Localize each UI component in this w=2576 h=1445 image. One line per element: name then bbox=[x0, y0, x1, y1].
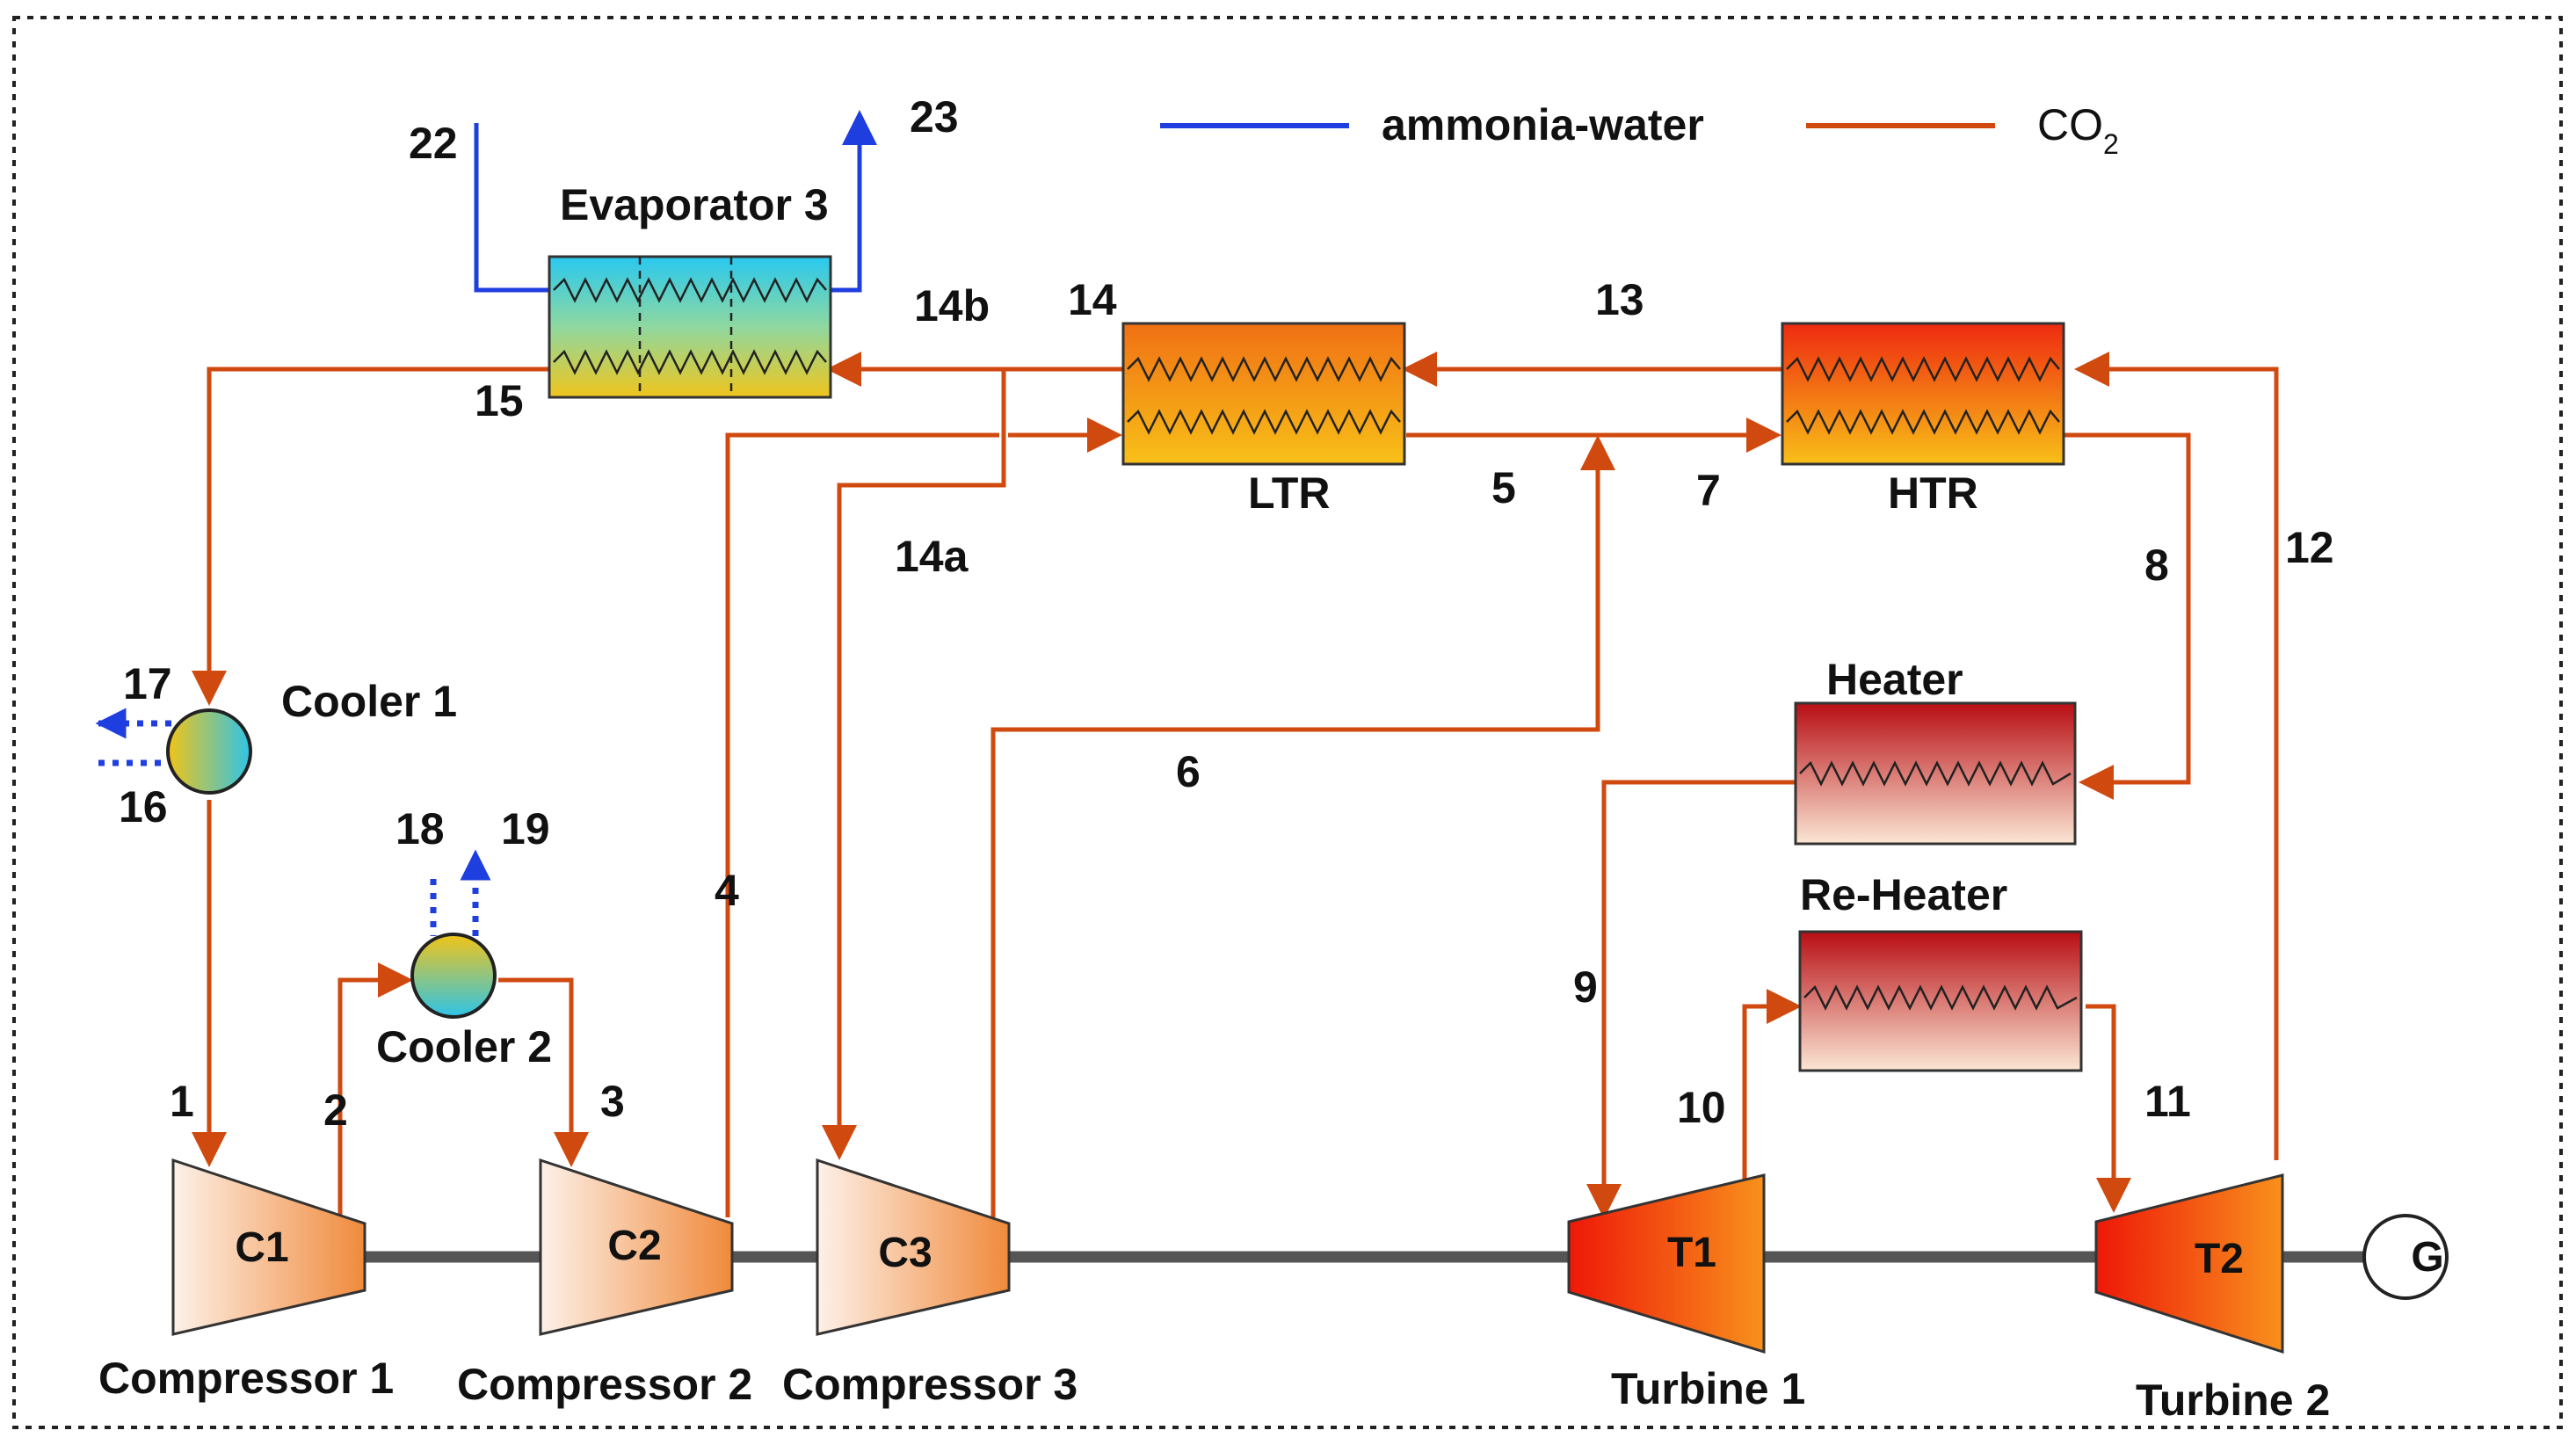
re-heater-label: Re-Heater bbox=[1800, 870, 2007, 919]
state-14a: 14a bbox=[895, 532, 969, 581]
line-15 bbox=[192, 367, 549, 706]
state-23: 23 bbox=[910, 92, 959, 142]
state-14b: 14b bbox=[914, 281, 990, 330]
state-9: 9 bbox=[1573, 962, 1598, 1012]
cooling-water-lines bbox=[95, 708, 491, 936]
turbine-2-label: Turbine 2 bbox=[2136, 1376, 2330, 1425]
line-3 bbox=[498, 977, 589, 1167]
legend: ammonia-water CO2 bbox=[1160, 100, 2119, 160]
c1-label: C1 bbox=[235, 1224, 288, 1271]
state-22: 22 bbox=[409, 119, 458, 168]
cooler-1-label: Cooler 1 bbox=[281, 677, 457, 726]
compressor-c1 bbox=[171, 1158, 366, 1336]
turbine-1-label: Turbine 1 bbox=[1611, 1364, 1805, 1413]
legend-ammonia-water-label: ammonia-water bbox=[1382, 100, 1704, 149]
cooler-2-label: Cooler 2 bbox=[376, 1022, 552, 1071]
state-16: 16 bbox=[119, 782, 168, 831]
state-8: 8 bbox=[2144, 541, 2169, 590]
state-4: 4 bbox=[715, 866, 739, 915]
state-5: 5 bbox=[1491, 463, 1516, 512]
state-11: 11 bbox=[2144, 1077, 2191, 1126]
compressor-3-label: Compressor 3 bbox=[782, 1360, 1078, 1409]
line-6 bbox=[990, 435, 1615, 1217]
line-12 bbox=[2074, 352, 2279, 1160]
line-14a bbox=[822, 369, 1006, 1160]
c3-label: C3 bbox=[878, 1230, 932, 1276]
line-11 bbox=[2086, 1004, 2131, 1213]
turbine-t2 bbox=[2094, 1173, 2284, 1354]
line-8 bbox=[2064, 432, 2191, 800]
state-6: 6 bbox=[1176, 747, 1201, 796]
ltr-recuperator bbox=[1121, 322, 1406, 466]
t1-label: T1 bbox=[1667, 1230, 1716, 1276]
state-2: 2 bbox=[323, 1086, 348, 1135]
state-17: 17 bbox=[123, 659, 172, 708]
heater bbox=[1794, 701, 2077, 846]
line-9 bbox=[1586, 780, 1797, 1219]
compressor-c3 bbox=[816, 1158, 1011, 1336]
line-evaporator-to-23 bbox=[828, 110, 877, 293]
turbine-t1 bbox=[1567, 1173, 1766, 1354]
ammonia-water-lines bbox=[474, 110, 877, 293]
state-7: 7 bbox=[1696, 466, 1721, 515]
state-15: 15 bbox=[475, 376, 524, 425]
state-18: 18 bbox=[395, 804, 445, 853]
re-heater bbox=[1798, 930, 2083, 1072]
evaporator-3 bbox=[548, 255, 832, 399]
state-14: 14 bbox=[1068, 275, 1117, 324]
state-19: 19 bbox=[501, 804, 550, 853]
line-2 bbox=[337, 962, 413, 1217]
line-10 bbox=[1742, 989, 1802, 1182]
compressor-c2 bbox=[539, 1158, 734, 1336]
state-12: 12 bbox=[2285, 523, 2334, 572]
generator bbox=[2362, 1214, 2449, 1300]
state-13: 13 bbox=[1595, 275, 1644, 324]
state-10: 10 bbox=[1677, 1083, 1726, 1132]
cooler-2 bbox=[410, 933, 497, 1019]
ltr-label: LTR bbox=[1248, 468, 1330, 518]
compressor-2-label: Compressor 2 bbox=[457, 1360, 752, 1409]
state-1: 1 bbox=[170, 1077, 194, 1126]
c2-label: C2 bbox=[607, 1223, 661, 1269]
heater-label: Heater bbox=[1826, 655, 1963, 704]
legend-co2-label: CO2 bbox=[2037, 100, 2119, 160]
co2-lines bbox=[192, 352, 2279, 1219]
line-22-to-evaporator bbox=[474, 123, 549, 293]
generator-label: G bbox=[2411, 1234, 2443, 1281]
state-3: 3 bbox=[600, 1077, 625, 1126]
compressor-1-label: Compressor 1 bbox=[98, 1354, 394, 1403]
htr-recuperator bbox=[1781, 322, 2065, 466]
line-4 bbox=[725, 432, 999, 1217]
htr-label: HTR bbox=[1888, 468, 1978, 518]
cooler-1 bbox=[166, 708, 252, 795]
evaporator-3-label: Evaporator 3 bbox=[560, 180, 829, 229]
t2-label: T2 bbox=[2195, 1236, 2244, 1282]
